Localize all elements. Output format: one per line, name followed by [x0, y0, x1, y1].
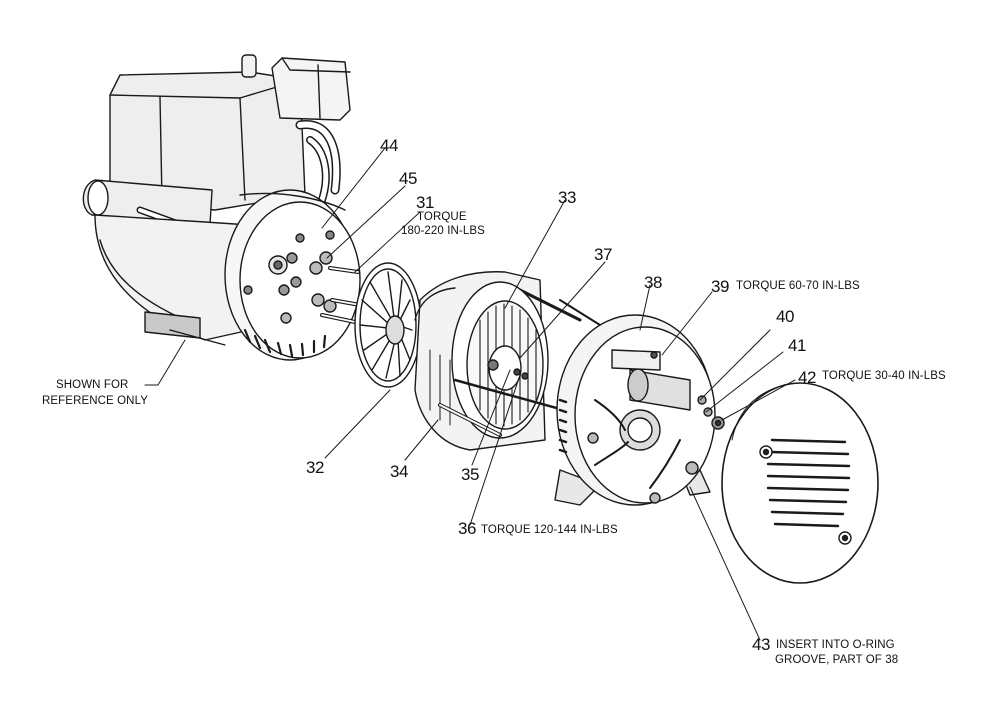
note-43-line1: INSERT INTO O-RING	[776, 639, 895, 651]
reference-note-line2: REFERENCE ONLY	[42, 395, 148, 407]
torque-note-31-line2: 180-220 IN-LBS	[401, 225, 485, 237]
callout-35: 35	[461, 465, 479, 484]
callout-34: 34	[390, 462, 408, 481]
note-43-line2: GROOVE, PART OF 38	[775, 654, 899, 666]
callout-36: 36	[458, 519, 476, 538]
callout-44: 44	[380, 136, 398, 155]
part-39-capacitor	[611, 349, 691, 411]
torque-note-36: TORQUE 120-144 IN-LBS	[481, 524, 618, 536]
part-32-fan	[354, 262, 422, 388]
callout-42: 42	[798, 368, 816, 387]
reference-note-line1: SHOWN FOR	[56, 379, 129, 391]
callout-39: 39	[711, 277, 729, 296]
leader-lines	[144, 147, 796, 641]
part-38-rear-bearing-carrier	[554, 314, 716, 506]
torque-note-31-line1: TORQUE	[417, 211, 467, 223]
part-44-adapter	[224, 189, 362, 361]
callout-41: 41	[788, 336, 806, 355]
callout-33: 33	[558, 188, 576, 207]
callout-40: 40	[776, 307, 794, 326]
hardware-40-41-42	[697, 395, 725, 430]
torque-note-39: TORQUE 60-70 IN-LBS	[736, 280, 860, 292]
callout-43: 43	[752, 635, 770, 654]
end-cover	[721, 382, 879, 584]
engine-reference	[82, 54, 351, 346]
torque-note-42: TORQUE 30-40 IN-LBS	[822, 370, 946, 382]
callout-32: 32	[306, 458, 324, 477]
callout-37: 37	[594, 245, 612, 264]
callout-38: 38	[644, 273, 662, 292]
callout-31: 31	[416, 193, 434, 212]
callout-45: 45	[399, 169, 417, 188]
